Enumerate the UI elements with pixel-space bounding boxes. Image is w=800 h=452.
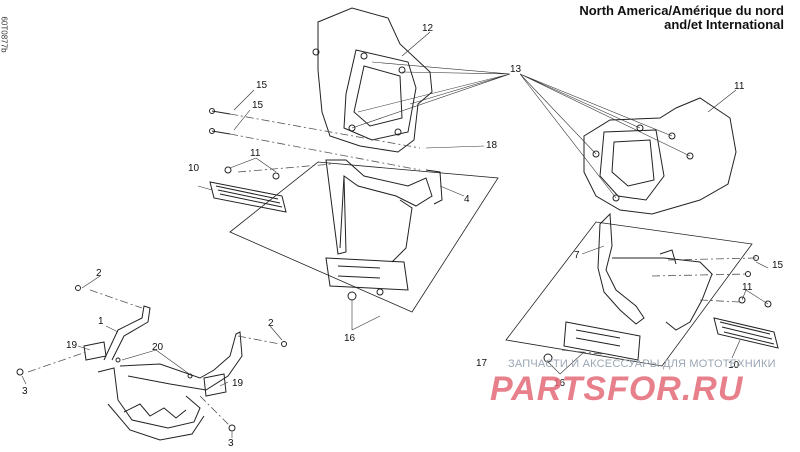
leader-lines [21, 31, 769, 438]
callout-16-right: 16 [554, 378, 566, 389]
front-fasteners [16, 285, 287, 432]
left-mounting-plane [229, 161, 499, 313]
front-rack-part-1 [97, 305, 243, 441]
diagram-title-line-1: North America/Amérique du nord [579, 3, 784, 18]
callout-2-right: 2 [268, 318, 274, 329]
callout-15-right: 15 [772, 260, 784, 271]
left-screws-part-15 [209, 108, 231, 135]
diagram-title-line-2: and/et International [664, 17, 784, 32]
left-footrest-part-10 [209, 166, 287, 213]
callout-19-left: 19 [66, 340, 78, 351]
callout-17: 17 [476, 358, 488, 369]
watermark-logo: PARTSFOR.RU [490, 370, 744, 408]
callout-11-right: 11 [742, 282, 753, 293]
right-mounting-plane [505, 221, 753, 367]
callout-15-second: 15 [252, 100, 264, 111]
right-screws-part-15 [745, 255, 759, 277]
right-base-plate [543, 321, 641, 363]
callout-1: 1 [98, 316, 104, 327]
callout-19-right: 19 [232, 378, 244, 389]
callout-10-right: 10 [728, 360, 740, 371]
callout-20: 20 [152, 342, 164, 353]
right-backrest-part-13 [583, 97, 737, 215]
callout-13: 11 [734, 81, 745, 92]
callout-3-right: 3 [228, 438, 234, 449]
callout-3-left: 3 [22, 386, 28, 397]
left-support-bracket [325, 159, 443, 263]
right-support-bracket [597, 212, 713, 331]
callout-7: 7 [574, 250, 580, 261]
left-base-plate [325, 257, 409, 301]
right-footrest-part-10 [713, 296, 779, 349]
watermark-tagline: ЗАПЧАСТИ И АКСЕССУАРЫ ДЛЯ МОТОТЕХНИКИ [508, 358, 776, 370]
callout-2-left: 2 [96, 268, 102, 279]
callout-10-left: 10 [188, 163, 200, 174]
callout-16-left: 16 [344, 333, 356, 344]
left-backrest-part-12 [312, 7, 433, 153]
callout-18: 18 [486, 140, 498, 151]
alignment-lines [27, 113, 757, 427]
callout-4: 4 [464, 194, 470, 205]
callout-12: 12 [422, 23, 434, 34]
callout-11-left: 11 [250, 148, 261, 159]
callout-15-top: 15 [256, 80, 268, 91]
front-brackets-part-19 [83, 341, 227, 397]
callout-14: 13 [510, 64, 522, 75]
